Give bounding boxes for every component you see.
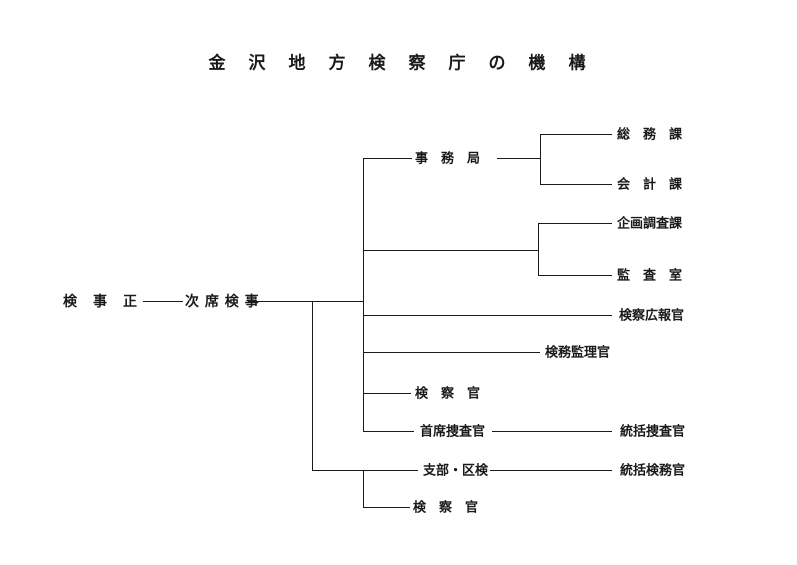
- chart-title: 金 沢 地 方 検 察 庁 の 機 構: [208, 53, 589, 73]
- connector-shuseki-tokatsu-sosakan: [492, 431, 612, 432]
- connector-trunk-kouhoukan: [363, 315, 612, 316]
- connector-trunk-kenmu-kanrikan: [363, 352, 540, 353]
- node-label-kenmu-kanrikan: 検務監理官: [545, 344, 611, 360]
- node-label-kenji-sei: 検 事 正: [63, 293, 138, 309]
- connector-kenjisei-jisekikenji: [143, 301, 183, 302]
- connector-trunk-shuseki: [363, 431, 414, 432]
- connector-jimukyoku-bracket1: [497, 158, 540, 159]
- connector-bracket1-somuka: [540, 134, 612, 135]
- connector-bracket2-kikaku: [538, 223, 612, 224]
- node-label-kensatsukan-1: 検 察 官: [415, 385, 481, 401]
- connector-leftvert-shibu: [312, 470, 418, 471]
- connector-shibuvert-kensatsukan2: [363, 507, 410, 508]
- node-label-kaikeika: 会 計 課: [617, 176, 683, 192]
- node-label-kikaku-chosaka: 企画調査課: [617, 215, 683, 231]
- node-label-shuseki-sosakan: 首席捜査官: [420, 423, 486, 439]
- connector-shibu-tokatsu-kenmukan: [490, 470, 612, 471]
- node-label-jimukyoku: 事 務 局: [415, 150, 481, 166]
- bracket-jimukyoku-line: [540, 134, 541, 184]
- node-label-tokatsu-sosakan: 統括捜査官: [620, 423, 686, 439]
- node-label-kouhoukan: 検察広報官: [619, 307, 685, 323]
- bracket-kikaku-kansa-line: [538, 223, 539, 275]
- node-label-kansashitsu: 監 査 室: [617, 267, 683, 283]
- connector-trunk-jimukyoku: [363, 158, 412, 159]
- node-label-tokatsu-kenmukan: 統括検務官: [620, 462, 686, 478]
- shibu-sub-branch-line: [363, 470, 364, 507]
- node-label-kensatsukan-2: 検 察 官: [413, 499, 479, 515]
- connector-jisekikenji-trunk: [248, 301, 363, 302]
- connector-trunk-bracket2: [363, 250, 538, 251]
- connector-bracket1-kaikeika: [540, 184, 612, 185]
- node-label-shibu-kuken: 支部・区検: [423, 462, 489, 478]
- node-label-jiseki-kenji: 次 席 検 事: [185, 293, 260, 309]
- connector-trunk-kensatsukan1: [363, 393, 411, 394]
- connector-bracket2-kansashitsu: [538, 275, 612, 276]
- trunk-line: [363, 158, 364, 431]
- node-label-somuka: 総 務 課: [617, 126, 683, 142]
- left-branch-line: [312, 301, 313, 470]
